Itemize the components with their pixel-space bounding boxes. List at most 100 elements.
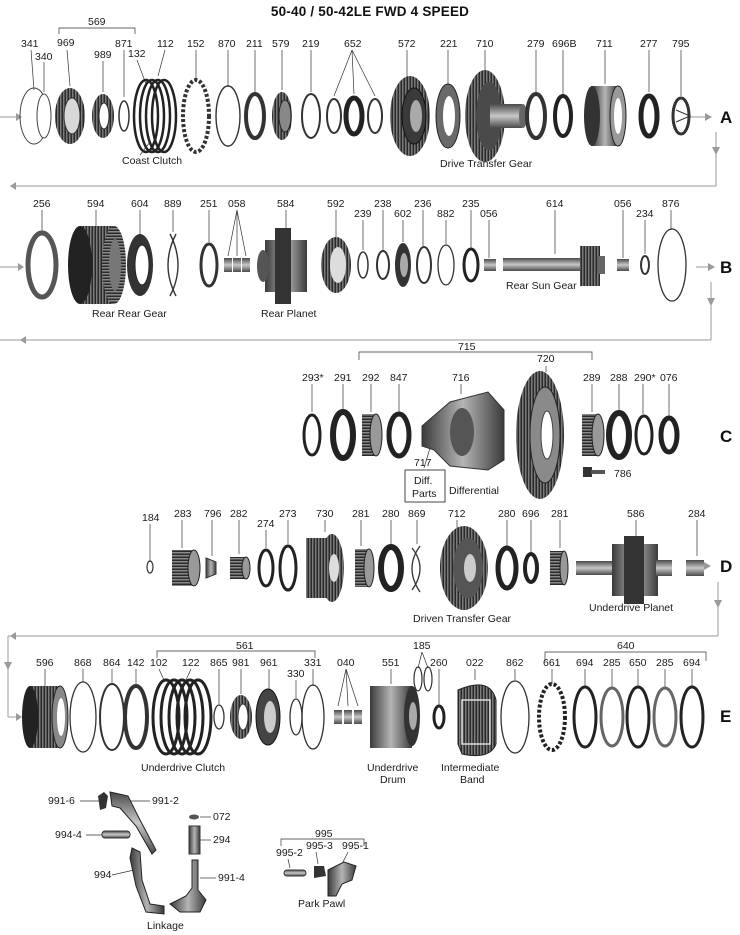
part-label-290-star: 290* bbox=[634, 372, 656, 384]
part-label-072: 072 bbox=[213, 811, 231, 823]
part-label-730: 730 bbox=[316, 508, 334, 520]
flow-lines bbox=[0, 113, 722, 721]
part-label-281-b: 281 bbox=[551, 508, 569, 520]
caption-driven-transfer-gear: Driven Transfer Gear bbox=[413, 613, 512, 625]
part-label-076: 076 bbox=[660, 372, 678, 384]
part-label-184: 184 bbox=[142, 512, 160, 524]
part-label-291: 291 bbox=[334, 372, 352, 384]
part-label-969: 969 bbox=[57, 37, 75, 49]
part-label-715: 715 bbox=[458, 341, 476, 353]
part-label-211: 211 bbox=[246, 38, 263, 50]
part-label-341: 341 bbox=[21, 38, 39, 50]
part-label-235: 235 bbox=[462, 198, 480, 210]
part-label-961: 961 bbox=[260, 657, 278, 669]
part-label-694-b: 694 bbox=[683, 657, 701, 669]
part-label-340: 340 bbox=[35, 51, 53, 63]
part-label-293-star: 293* bbox=[302, 372, 324, 384]
part-label-870: 870 bbox=[218, 38, 236, 50]
part-label-285: 285 bbox=[603, 657, 621, 669]
part-label-716: 716 bbox=[452, 372, 470, 384]
part-label-717: 717 bbox=[414, 457, 432, 469]
part-label-594: 594 bbox=[87, 198, 105, 210]
row-letter-e: E bbox=[720, 707, 731, 726]
part-label-592: 592 bbox=[327, 198, 345, 210]
part-label-260: 260 bbox=[430, 657, 448, 669]
diagram-title: 50-40 / 50-42LE FWD 4 SPEED bbox=[270, 4, 470, 19]
part-label-280: 280 bbox=[382, 508, 400, 520]
row-b: B 256 594 604 889 251 058 584 592 239 23… bbox=[25, 198, 732, 320]
part-label-847: 847 bbox=[390, 372, 408, 384]
part-label-238: 238 bbox=[374, 198, 392, 210]
part-label-331: 331 bbox=[304, 657, 322, 669]
row-letter-b: B bbox=[720, 258, 732, 277]
part-label-994-4: 994-4 bbox=[55, 829, 82, 841]
part-label-876: 876 bbox=[662, 198, 680, 210]
part-label-882: 882 bbox=[437, 208, 455, 220]
part-label-239: 239 bbox=[354, 208, 372, 220]
part-label-330: 330 bbox=[287, 668, 305, 680]
caption-underdrive-planet: Underdrive Planet bbox=[589, 602, 673, 614]
part-label-040: 040 bbox=[337, 657, 355, 669]
part-label-251: 251 bbox=[200, 198, 218, 210]
part-label-995-3: 995-3 bbox=[306, 840, 333, 852]
park-pawl-group: 995 995-2 995-3 995-1 Park Pawl bbox=[276, 828, 369, 910]
part-label-112: 112 bbox=[157, 38, 174, 50]
caption-park-pawl: Park Pawl bbox=[298, 898, 345, 910]
part-label-786: 786 bbox=[614, 468, 632, 480]
caption-drive-transfer-gear: Drive Transfer Gear bbox=[440, 158, 533, 170]
part-label-604: 604 bbox=[131, 198, 149, 210]
row-letter-d: D bbox=[720, 557, 732, 576]
caption-parts: Parts bbox=[412, 488, 437, 500]
part-label-650: 650 bbox=[629, 657, 647, 669]
part-label-868: 868 bbox=[74, 657, 92, 669]
part-label-569: 569 bbox=[88, 16, 106, 28]
row-a: A 569 341 340 969 989 871 132 112 152 87… bbox=[19, 16, 732, 170]
part-label-712: 712 bbox=[448, 508, 466, 520]
part-label-602: 602 bbox=[394, 208, 412, 220]
row-c: C 715 293* 291 292 847 716 720 289 288 2… bbox=[302, 341, 732, 503]
part-label-614: 614 bbox=[546, 198, 564, 210]
part-label-796: 796 bbox=[204, 508, 222, 520]
part-label-991-6: 991-6 bbox=[48, 795, 75, 807]
part-label-661: 661 bbox=[543, 657, 561, 669]
part-label-221: 221 bbox=[440, 38, 458, 50]
row-e: E 561 185 640 596 868 864 142 102 122 86… bbox=[22, 640, 731, 786]
part-label-579: 579 bbox=[272, 38, 290, 50]
part-label-710: 710 bbox=[476, 38, 494, 50]
part-label-132: 132 bbox=[128, 48, 146, 60]
part-label-795: 795 bbox=[672, 38, 690, 50]
row-d: D 184 283 796 282 274 273 730 281 280 86… bbox=[142, 508, 732, 625]
part-label-994: 994 bbox=[94, 869, 112, 881]
part-label-288: 288 bbox=[610, 372, 628, 384]
row-letter-c: C bbox=[720, 427, 732, 446]
part-label-864: 864 bbox=[103, 657, 121, 669]
linkage-group: 991-6 991-2 994-4 994 072 294 991-4 Link… bbox=[48, 791, 245, 932]
part-label-281: 281 bbox=[352, 508, 370, 520]
caption-diff: Diff. bbox=[414, 475, 432, 487]
part-label-256: 256 bbox=[33, 198, 51, 210]
part-label-282: 282 bbox=[230, 508, 248, 520]
part-label-102: 102 bbox=[150, 657, 168, 669]
caption-intermediate: Intermediate bbox=[441, 762, 500, 774]
part-label-991-4: 991-4 bbox=[218, 872, 245, 884]
caption-differential: Differential bbox=[449, 485, 499, 497]
part-label-694: 694 bbox=[576, 657, 594, 669]
part-label-871: 871 bbox=[115, 38, 133, 50]
part-label-292: 292 bbox=[362, 372, 380, 384]
part-label-862: 862 bbox=[506, 657, 524, 669]
part-label-889: 889 bbox=[164, 198, 182, 210]
caption-drum: Drum bbox=[380, 774, 406, 786]
caption-rear-rear-gear: Rear Rear Gear bbox=[92, 308, 167, 320]
part-label-142: 142 bbox=[127, 657, 145, 669]
part-label-584: 584 bbox=[277, 198, 295, 210]
part-label-652: 652 bbox=[344, 38, 362, 50]
part-label-640: 640 bbox=[617, 640, 635, 652]
part-label-058: 058 bbox=[228, 198, 246, 210]
part-label-995-1: 995-1 bbox=[342, 840, 369, 852]
part-label-289: 289 bbox=[583, 372, 601, 384]
part-label-711: 711 bbox=[596, 38, 613, 50]
part-label-561: 561 bbox=[236, 640, 254, 652]
part-label-869: 869 bbox=[408, 508, 426, 520]
caption-linkage: Linkage bbox=[147, 920, 184, 932]
